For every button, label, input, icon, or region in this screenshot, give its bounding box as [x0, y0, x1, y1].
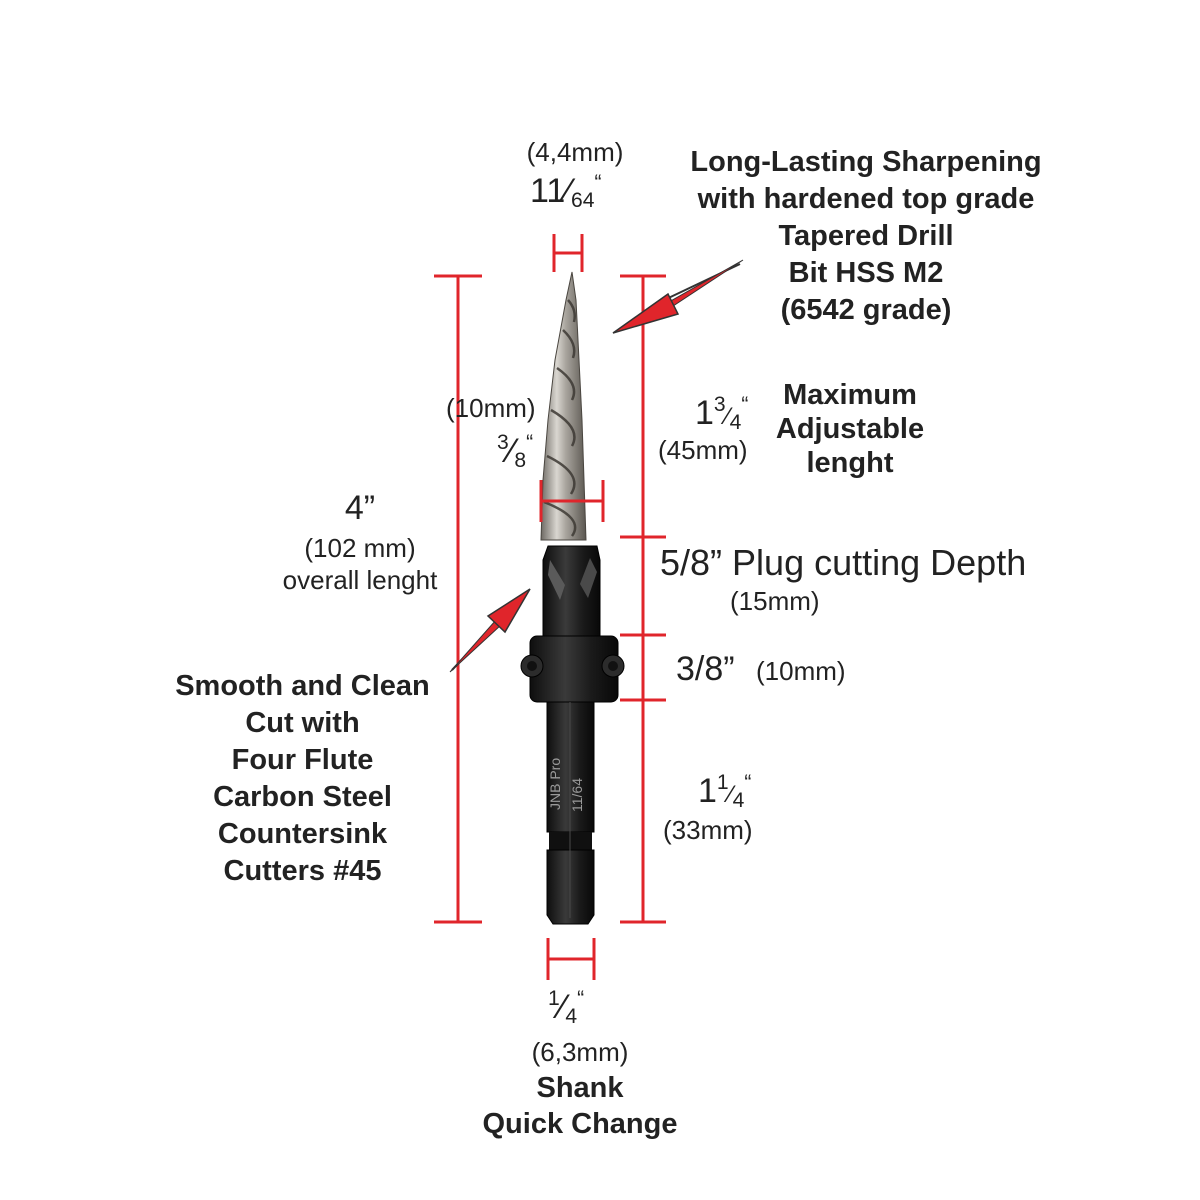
- drill-callout-line-4: Bit HSS M2: [788, 257, 944, 289]
- shank-width-fraction: 1⁄4“: [548, 986, 585, 1029]
- shank-width-label: Shank Quick Change: [460, 1070, 700, 1142]
- tip-width-mark: “: [594, 170, 602, 194]
- shank-width-mm: (6,3mm): [531, 1037, 629, 1067]
- adjustable-length-fraction: 13⁄4“: [695, 392, 749, 435]
- drill-width-fraction: 3⁄8“: [497, 430, 534, 473]
- drill-width-mm: (10mm): [446, 393, 536, 423]
- shank-length-mark: “: [744, 770, 752, 794]
- adjustable-whole: 1: [695, 394, 714, 432]
- drill-flutes: [543, 299, 577, 537]
- overall-length-mm: (102 mm): [304, 533, 416, 563]
- shank-label-line-2: Quick Change: [482, 1108, 678, 1140]
- tip-width-fraction: 11⁄64“: [530, 170, 602, 213]
- shank-length-numerator: 1: [716, 770, 729, 794]
- shank-width-numerator: 1: [548, 986, 560, 1010]
- shank-engraving: JNB Pro: [547, 758, 563, 810]
- tip-width-dimension: [552, 234, 584, 272]
- drill-width-denominator: 8: [514, 449, 527, 473]
- countersink-callout-line-1: Smooth and Clean: [175, 670, 430, 702]
- shank-width-dimension: [546, 938, 596, 980]
- drill-callout-line-5: (6542 grade): [780, 294, 952, 326]
- adjustable-numerator: 3: [713, 392, 726, 416]
- drill-callout-line-3: Tapered Drill: [778, 220, 954, 252]
- shank-length-mm: (33mm): [663, 815, 753, 845]
- shank-length-fraction: 11⁄4“: [698, 770, 752, 813]
- callout-arrows: [449, 259, 744, 673]
- drill-callout-line-1: Long-Lasting Sharpening: [690, 146, 1042, 178]
- adjustable-length-mm: (45mm): [658, 435, 748, 465]
- drill-callout-arrow: [612, 259, 744, 334]
- drill-width-numerator: 3: [497, 430, 509, 454]
- collar-mm: (10mm): [756, 656, 846, 686]
- drill-width-mark: “: [526, 430, 534, 454]
- shank-label-line-1: Shank: [536, 1072, 624, 1104]
- right-length-dimensions: [620, 274, 666, 924]
- shank-engraving-size: 11/64: [569, 778, 585, 812]
- countersink-callout-arrow: [449, 588, 531, 673]
- adjustable-length-label: Maximum Adjustable lenght: [755, 378, 945, 480]
- cutter-flute-right: [580, 558, 597, 598]
- countersink-callout-line-6: Cutters #45: [223, 855, 382, 887]
- adjustable-label-line-3: lenght: [806, 447, 894, 479]
- plug-depth-label: 5/8” Plug cutting Depth: [660, 542, 1027, 583]
- shank-width-mark: “: [577, 986, 585, 1010]
- drill-callout-line-2: with hardened top grade: [697, 183, 1035, 215]
- countersink-callout-line-4: Carbon Steel: [213, 781, 392, 813]
- drill-callout-text: Long-Lasting Sharpening with hardened to…: [660, 144, 1072, 329]
- adjustable-label-line-2: Adjustable: [775, 413, 925, 445]
- shank-length-denominator: 4: [732, 789, 745, 813]
- cutter-flute-left: [548, 560, 565, 600]
- countersink-callout-line-5: Countersink: [217, 818, 388, 850]
- tip-width-whole: 11: [530, 172, 566, 210]
- shank-length-whole: 1: [698, 772, 717, 810]
- tip-width-denominator: 64: [570, 189, 595, 213]
- countersink-callout-text: Smooth and Clean Cut with Four Flute Car…: [150, 668, 455, 890]
- adjustable-denominator: 4: [729, 411, 742, 435]
- plug-depth-mm: (15mm): [730, 586, 820, 616]
- adjustable-mark: “: [741, 392, 749, 416]
- countersink-cutter: [542, 545, 601, 637]
- dimension-lines: [434, 234, 666, 980]
- collar-inch: 3/8”: [676, 650, 735, 688]
- overall-length-inch: 4”: [344, 489, 376, 527]
- countersink-callout-line-3: Four Flute: [231, 744, 374, 776]
- drill-bit: JNB Pro 11/64: [520, 271, 625, 925]
- tip-width-mm: (4,4mm): [526, 137, 624, 167]
- countersink-callout-line-2: Cut with: [245, 707, 360, 739]
- adjustable-label-line-1: Maximum: [783, 379, 917, 411]
- overall-length-dimension: [434, 274, 482, 924]
- shank-width-denominator: 4: [565, 1005, 578, 1029]
- tapered-drill-body: [540, 271, 587, 541]
- overall-length-label: overall lenght: [282, 565, 438, 595]
- drill-width-dimension: [539, 480, 605, 522]
